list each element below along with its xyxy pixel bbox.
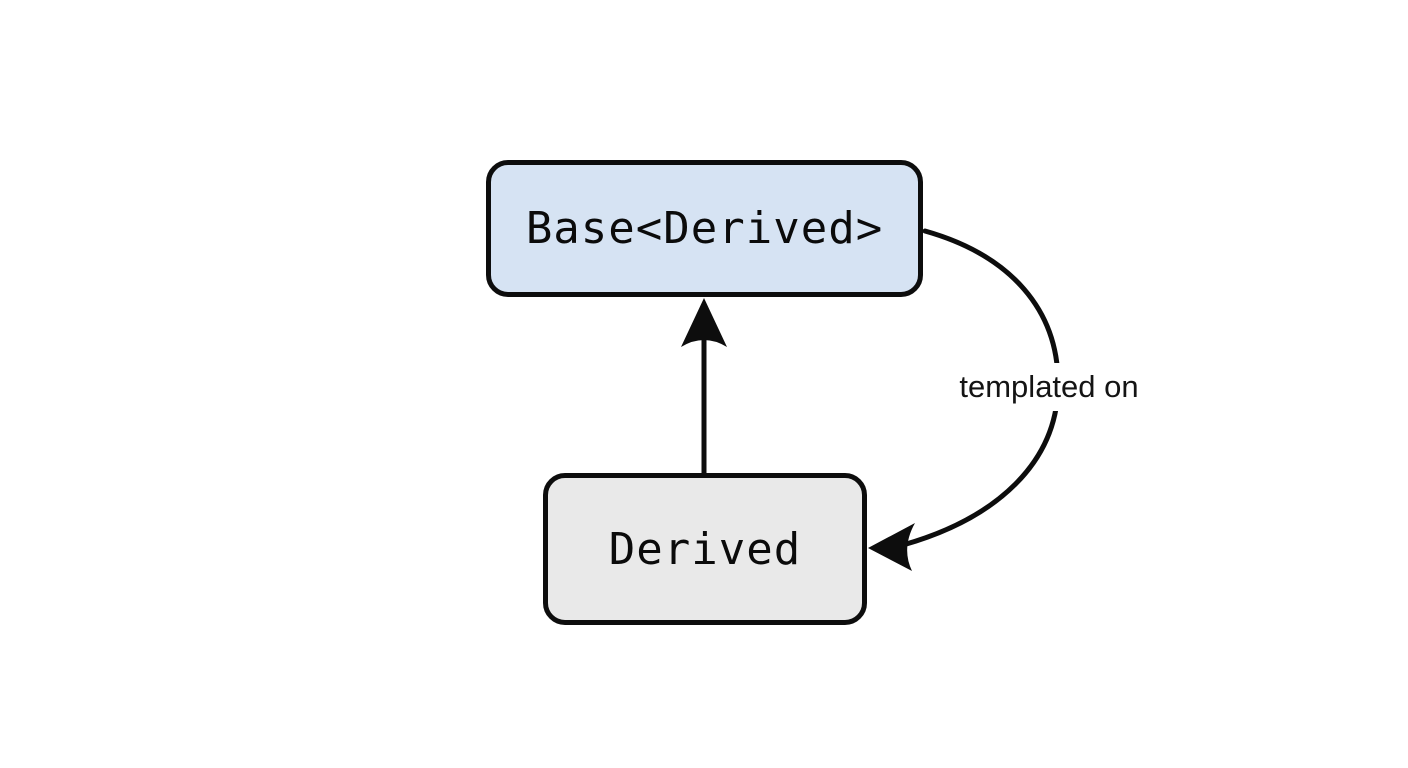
node-base-derived-label: Base<Derived> [525, 203, 884, 254]
node-base-derived: Base<Derived> [486, 160, 923, 297]
edge-label-templated-on: templated on [947, 363, 1151, 411]
node-derived-label: Derived [608, 523, 802, 575]
node-derived: Derived [543, 473, 867, 625]
inheritance-arrow [681, 298, 727, 473]
